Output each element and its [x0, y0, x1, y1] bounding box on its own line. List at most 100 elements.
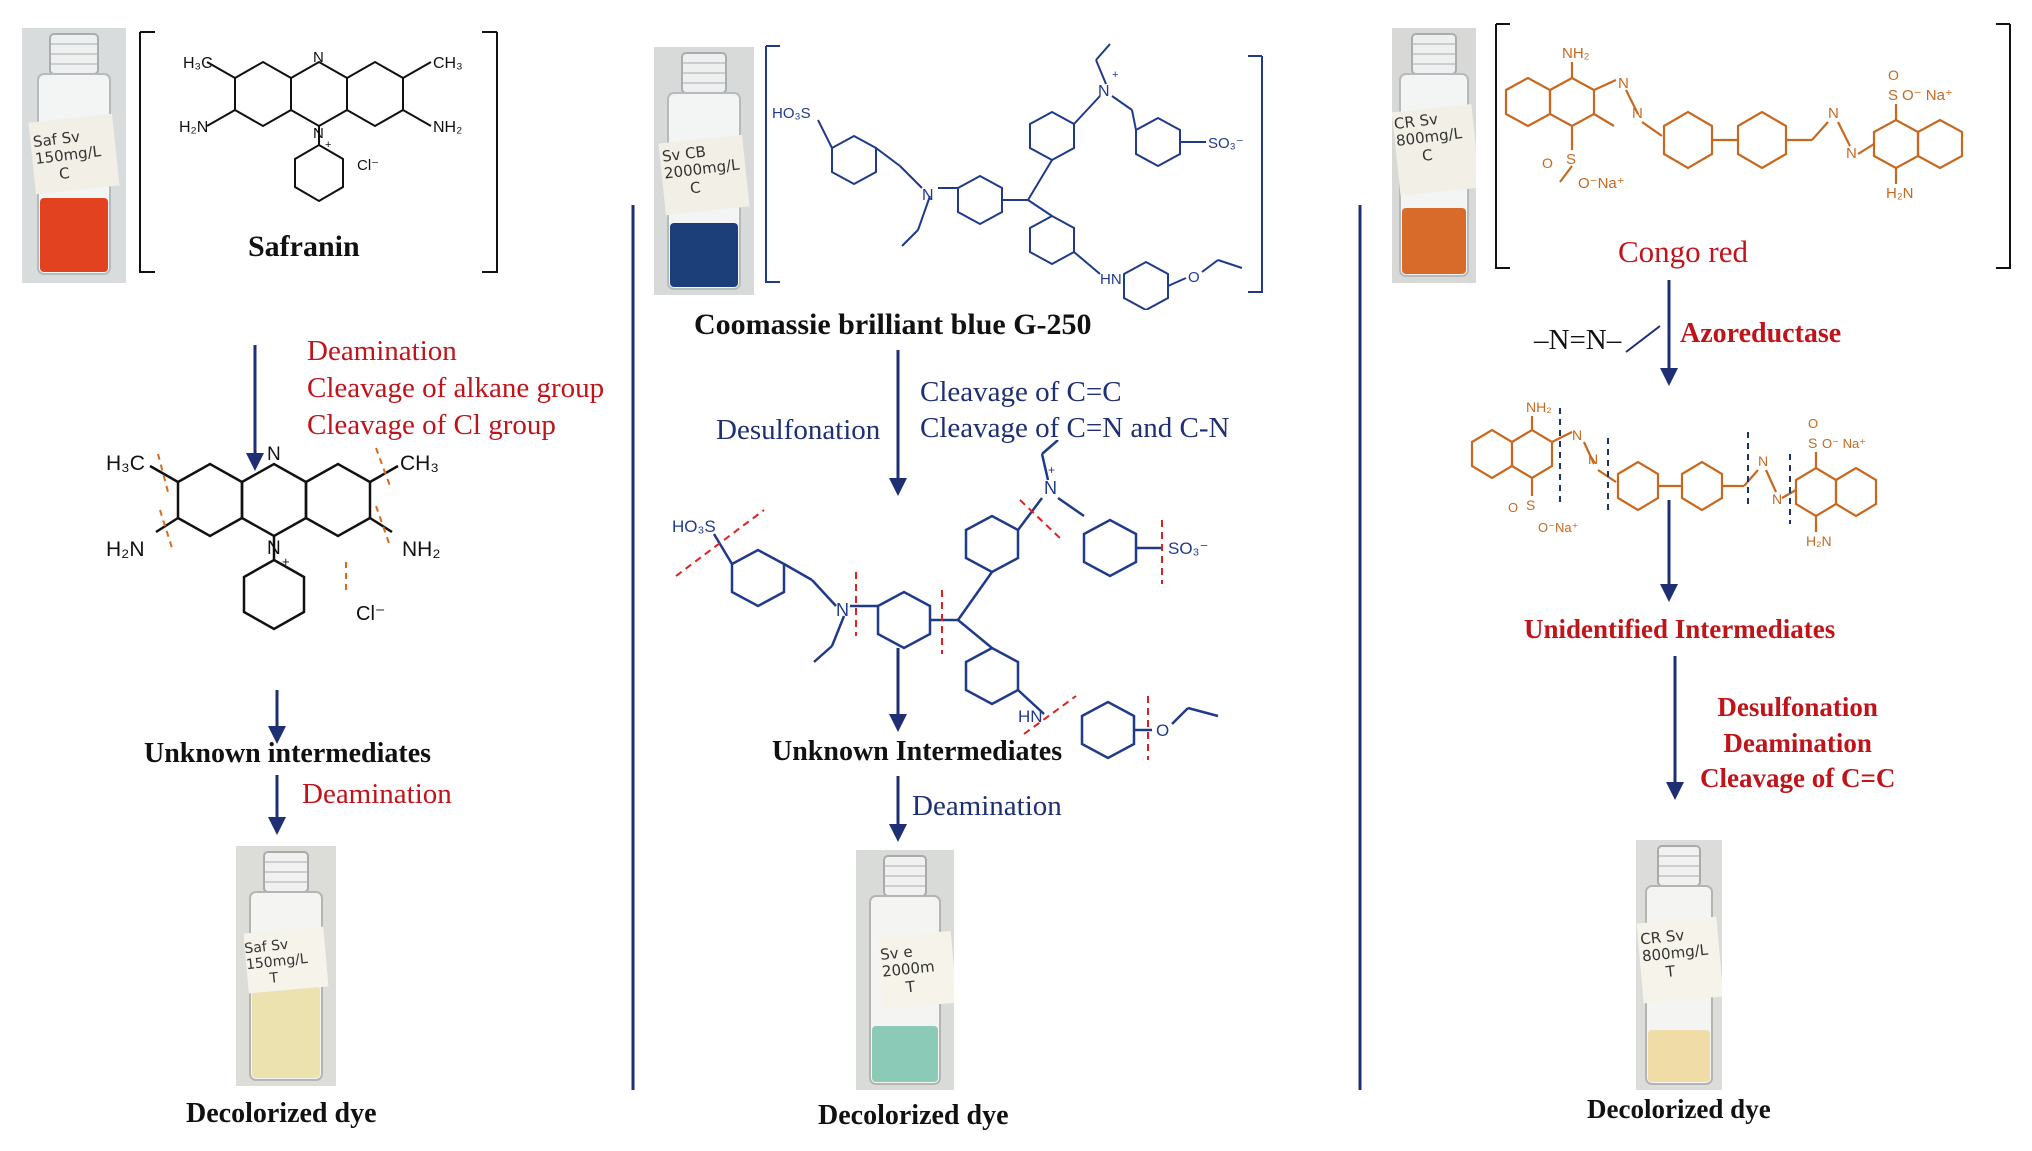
- vial-safranin-after: [236, 846, 336, 1091]
- vial-congo-after: [1636, 840, 1724, 1095]
- arrow-congo-3: [1666, 656, 1684, 800]
- arrow-coomassie-2: [889, 648, 907, 732]
- liquid-fill: [670, 223, 738, 287]
- coomassie-step2-label: Unknown Intermediates: [772, 736, 1063, 767]
- arrow-coomassie-3: [889, 776, 907, 842]
- sulfonate-o: O: [1808, 416, 1818, 431]
- sulfonate-s: S: [1808, 435, 1817, 451]
- safranin-structure-top: H₃C CH₃ H₂N NH₂ N N + Cl⁻: [139, 31, 498, 273]
- nh2-top: NH₂: [1562, 45, 1590, 62]
- hn: HN: [1018, 707, 1043, 726]
- liquid-fill: [40, 198, 108, 272]
- safranin-step2-note: Deamination: [302, 778, 452, 810]
- cleavage-bond: –N=N–: [1534, 324, 1622, 356]
- congo-step2-label: Unidentified Intermediates: [1524, 614, 1836, 644]
- h2n-right: H₂N: [1886, 185, 1914, 202]
- arrow-congo-1: [1660, 280, 1678, 386]
- liquid-fill: [1402, 208, 1466, 274]
- coomassie-step2-note: Deamination: [912, 790, 1062, 822]
- ether-o: O: [1156, 721, 1169, 740]
- amine-n: N: [922, 187, 934, 204]
- coomassie-structure-top: HO₃S N N + SO₃⁻ HN O: [765, 43, 1263, 310]
- arrow-congo-2: [1660, 500, 1678, 602]
- safranin-reaction-notes: Deamination Cleavage of alkane group Cle…: [307, 335, 605, 442]
- vial-safranin-after-graphic: [236, 846, 336, 1086]
- dye-name-coomassie: Coomassie brilliant blue G-250: [694, 308, 1092, 341]
- vial-congo-before-graphic: [1391, 28, 1481, 283]
- amine-left: H₂N: [106, 538, 144, 561]
- methyl-left: H₃C: [106, 452, 145, 475]
- dye-name-congo: Congo red: [1618, 234, 1749, 269]
- liquid-fill: [252, 986, 320, 1078]
- azo-n: N: [1772, 491, 1782, 507]
- ring-nplus: N: [313, 125, 324, 142]
- azo-n: N: [1588, 451, 1598, 467]
- sulfonate-o: O: [1508, 500, 1518, 515]
- arrow-safranin-3: [268, 775, 286, 835]
- ring-nplus: N: [267, 538, 281, 559]
- sulfonate-o: O: [1888, 67, 1899, 83]
- sulfonate-na-left: O⁻Na⁺: [1538, 520, 1578, 535]
- chloride: Cl⁻: [356, 603, 385, 625]
- safranin-structure-cleaved: H₃C CH₃ H₂N NH₂ N N + Cl⁻: [106, 444, 440, 631]
- sulfonate-na-right: O⁻ Na⁺: [1822, 436, 1866, 451]
- sulfonate-s: S: [1526, 497, 1535, 513]
- azo-n: N: [1632, 105, 1643, 122]
- h2n-right: H₂N: [1806, 533, 1832, 549]
- vial-coomassie-before-graphic: [654, 47, 754, 295]
- azo-n: N: [1758, 453, 1768, 469]
- hn: HN: [1100, 271, 1122, 288]
- methyl-right: CH₃: [433, 55, 463, 72]
- liquid-fill: [1648, 1030, 1710, 1082]
- ether-o: O: [1188, 269, 1200, 286]
- amine-right: NH₂: [402, 538, 440, 561]
- vial-congo-after-graphic: [1636, 840, 1724, 1090]
- ring-n: N: [267, 444, 281, 465]
- sulfonate-na-right: O⁻ Na⁺: [1902, 87, 1953, 104]
- congo-structure-top: NH₂ H₂N N N N N S O⁻ Na⁺ S O⁻Na⁺ O O: [1495, 23, 2011, 269]
- sulfonate-na-left: O⁻Na⁺: [1578, 175, 1625, 192]
- vial-label: CR Sv 800mg/L C: [1392, 109, 1463, 165]
- vial-label: Saf Sv 150mg/L T: [243, 936, 309, 987]
- so3-minus: SO₃⁻: [1168, 539, 1208, 558]
- sulfonate-s: S: [1566, 151, 1576, 168]
- arrow-coomassie-1: [889, 350, 907, 496]
- coomassie-structure-cleaved: HO₃S N N + SO₃⁻ HN O: [672, 440, 1219, 760]
- coomassie-side-note: Desulfonation: [716, 414, 881, 446]
- liquid-fill: [872, 1026, 938, 1082]
- coomassie-reaction-notes: Cleavage of C=C Cleavage of C=N and C-N: [920, 376, 1230, 445]
- sulfonate-s: S: [1888, 87, 1898, 104]
- congo-final-label: Decolorized dye: [1587, 1094, 1771, 1124]
- methyl-left: H₃C: [183, 55, 213, 72]
- ring-n: N: [313, 49, 324, 66]
- azo-n: N: [1846, 145, 1857, 162]
- so3-minus: SO₃⁻: [1208, 135, 1244, 152]
- vial-label: Saf Sv 150mg/L C: [31, 127, 102, 183]
- chloride: Cl⁻: [357, 157, 379, 174]
- azo-n: N: [1572, 427, 1582, 443]
- congo-structure-cleaved: NH₂ H₂N N N N N S O⁻ Na⁺ S O⁻Na⁺ O O: [1470, 399, 1878, 549]
- vial-label: Sv e 2000m T: [879, 942, 936, 996]
- vial-label: CR Sv 800mg/L T: [1639, 926, 1709, 981]
- vial-congo-before: [1391, 28, 1481, 288]
- charge-plus: +: [1048, 463, 1055, 477]
- enzyme-azoreductase: Azoreductase: [1680, 318, 1842, 349]
- scissors-stroke: [1625, 325, 1661, 353]
- safranin-final-label: Decolorized dye: [186, 1098, 377, 1129]
- nh2-top: NH₂: [1526, 399, 1552, 415]
- sulfonate-o: O: [1542, 155, 1553, 171]
- vial-coomassie-before: [654, 47, 754, 300]
- amine-n: N: [836, 600, 849, 620]
- vial-coomassie-after-graphic: [856, 850, 957, 1090]
- congo-step2-notes: Desulfonation Deamination Cleavage of C=…: [1700, 692, 1896, 794]
- charge-plus: +: [325, 139, 331, 151]
- amine-left: H₂N: [179, 119, 208, 136]
- vial-coomassie-after: [856, 850, 957, 1095]
- iminium-n: N: [1098, 83, 1110, 100]
- coomassie-final-label: Decolorized dye: [818, 1100, 1009, 1131]
- azo-n: N: [1828, 105, 1839, 122]
- dye-name-safranin: Safranin: [248, 230, 360, 263]
- arrow-safranin-2: [268, 690, 286, 744]
- vial-safranin-before-graphic: [22, 28, 126, 283]
